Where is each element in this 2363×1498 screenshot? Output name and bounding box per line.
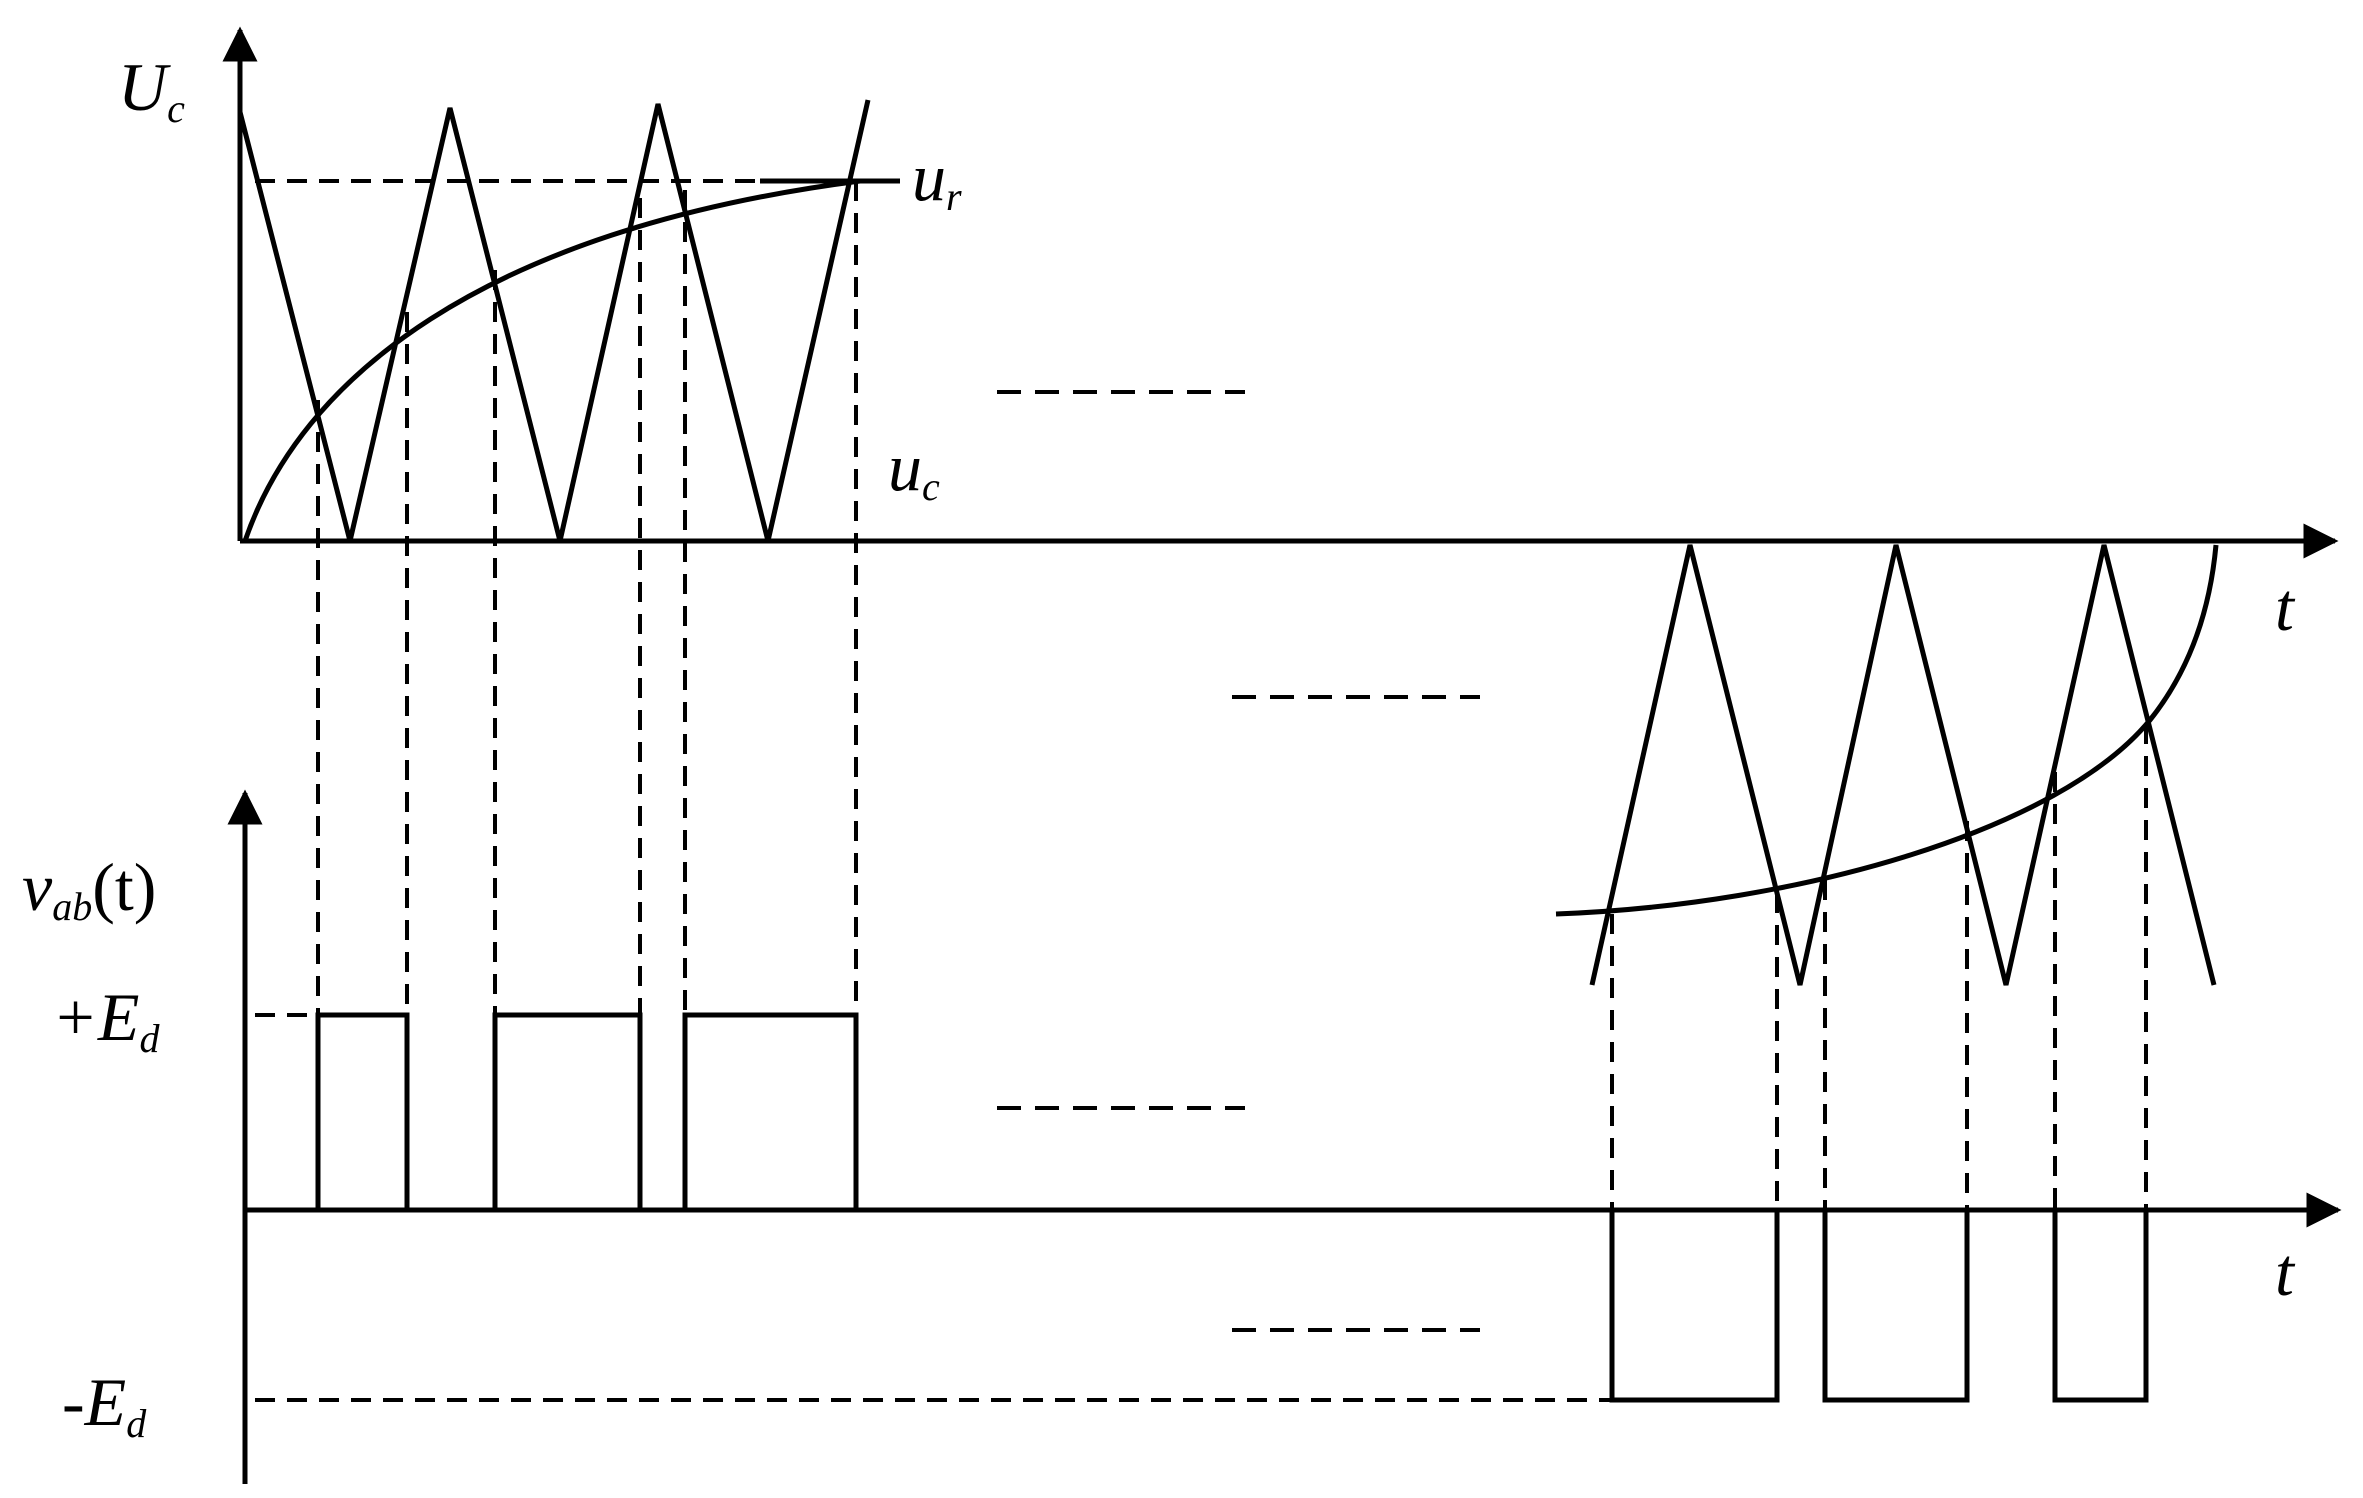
top-y-axis-label: Uc bbox=[118, 49, 185, 131]
negative-pulse-train bbox=[1609, 1207, 2149, 1403]
t-axis-label-bottom: t bbox=[2275, 1234, 2296, 1310]
minus-ed-label: -Ed bbox=[62, 1364, 147, 1446]
carrier-wave-uc-top bbox=[237, 99, 871, 542]
positive-pulse-train bbox=[315, 1012, 859, 1213]
bottom-panel bbox=[227, 789, 2342, 1484]
ur-label: ur bbox=[912, 139, 962, 219]
carrier-wave-uc-right bbox=[1589, 544, 2217, 986]
projection-lines bbox=[316, 181, 2148, 1212]
plus-ed-label: +Ed bbox=[52, 979, 160, 1061]
reference-curve-ur bbox=[242, 178, 861, 542]
vab-axis-label: vab(t) bbox=[22, 849, 156, 929]
top-panel bbox=[222, 26, 2339, 986]
uc-label: uc bbox=[888, 429, 940, 509]
t-axis-label-top: t bbox=[2275, 569, 2296, 645]
reference-curve-right bbox=[1555, 544, 2219, 917]
